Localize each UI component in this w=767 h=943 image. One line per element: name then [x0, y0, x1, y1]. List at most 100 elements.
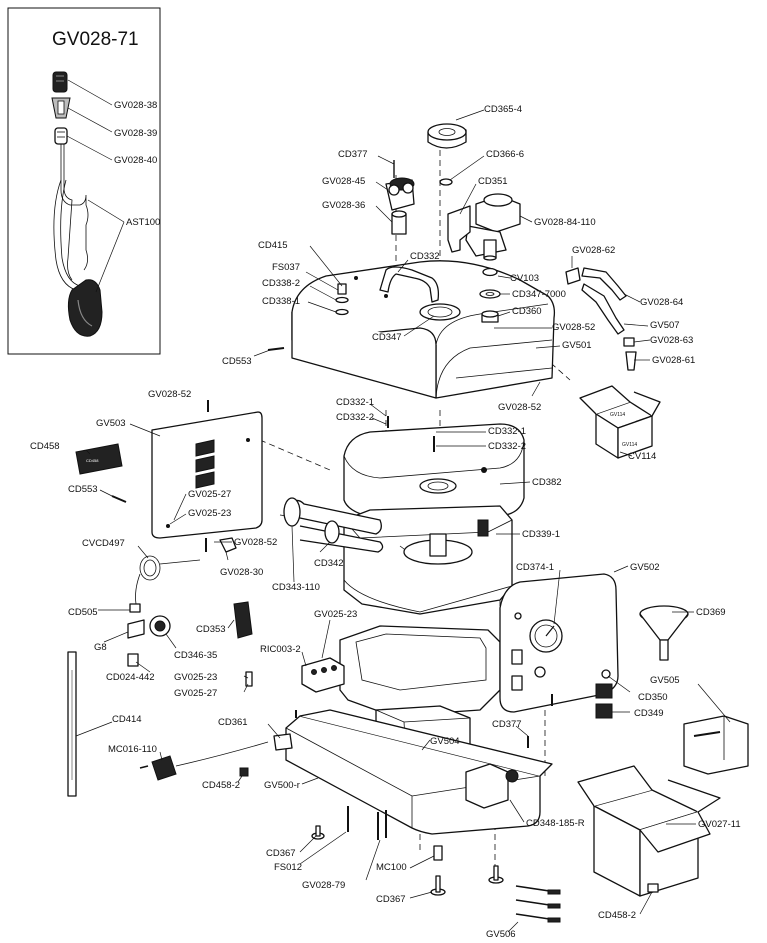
label-cd332-2-a: CD332-2	[336, 412, 374, 423]
label-cd366-6: CD366-6	[486, 149, 524, 160]
label-gv028-79: GV028-79	[302, 880, 345, 891]
label-cd382: CD382	[532, 477, 562, 488]
label-ast100: AST100	[126, 217, 160, 228]
label-gv025-27-b: GV025-27	[174, 688, 217, 699]
tank-cd339-1	[343, 505, 513, 615]
label-gv028-40: GV028-40	[114, 155, 157, 166]
nut-cd024-442	[127, 653, 139, 667]
label-cd339-1: CD339-1	[522, 529, 560, 540]
pipe-gv507	[581, 283, 625, 335]
foot-cd367-left	[311, 825, 325, 840]
label-gv507: GV507	[650, 320, 680, 331]
label-gv028-84-110: GV028-84-110	[534, 217, 596, 228]
label-cd458-2-a: CD458-2	[202, 780, 240, 791]
label-gv027-11: GV027-11	[698, 819, 741, 830]
washer-cd338-2	[335, 296, 349, 304]
manual-gv505	[683, 715, 749, 775]
pressure-switch-cd348-185-r	[465, 763, 519, 809]
label-gv028-62: GV028-62	[572, 245, 615, 256]
label-cd338-2: CD338-2	[262, 278, 300, 289]
label-gv028-64: GV028-64	[640, 297, 683, 308]
steam-wand-cvcd497	[135, 555, 201, 605]
pipe-gv028-64	[581, 267, 627, 301]
gasket-cd342	[324, 520, 340, 544]
washer-cd338-1	[335, 308, 349, 316]
box-cv114: GV114 GV114	[579, 385, 661, 459]
label-cd369: CD369	[696, 607, 726, 618]
valve-gv028-45	[385, 177, 415, 211]
label-gv025-23-b: GV025-23	[314, 609, 357, 620]
screws-cd332	[387, 416, 435, 452]
fitting-cd505	[127, 603, 145, 639]
label-cd553-a: CD553	[222, 356, 252, 367]
power-cord-mc016-110	[139, 741, 269, 781]
foot-cd367-bottom	[430, 865, 504, 896]
label-cd348-185-r: CD348-185-R	[526, 818, 585, 829]
label-cd338-1: CD338-1	[262, 296, 300, 307]
label-gv028-30: GV028-30	[220, 567, 263, 578]
label-cd377-top: CD377	[338, 149, 368, 160]
elbow-gv028-30	[219, 537, 237, 553]
carton-gv027-11	[577, 765, 721, 897]
label-gv028-52-d: GV028-52	[234, 537, 277, 548]
label-gv025-23-a: GV025-23	[188, 508, 231, 519]
label-cd361: CD361	[218, 717, 248, 728]
fitting-gv028-62	[565, 267, 581, 285]
front-panel-gv502	[499, 573, 619, 713]
label-gv028-52-c: GV028-52	[498, 402, 541, 413]
label-gv506: GV506	[486, 929, 516, 940]
fitting-mc100	[433, 845, 443, 861]
label-cd332-1-b: CD332-1	[488, 426, 526, 437]
drip-tray	[339, 625, 501, 717]
label-cvcd497: CVCD497	[82, 538, 125, 549]
label-fs012: FS012	[274, 862, 302, 873]
misc-screws	[111, 347, 553, 748]
tip-gv028-61	[625, 351, 637, 371]
washer-cv103	[482, 267, 498, 277]
part-labels: CD365-4 CD366-6 CD377 GV028-45 CD351 GV0…	[30, 104, 741, 940]
pressure-gauge-cd346-35	[149, 615, 171, 637]
label-fs037: FS037	[272, 262, 300, 273]
label-cd367-a: CD367	[266, 848, 296, 859]
label-cd024-442: CD024-442	[106, 672, 155, 683]
label-cd350: CD350	[638, 692, 668, 703]
fuse-gv025	[245, 671, 253, 687]
fitting-fs037	[337, 283, 347, 295]
ast100-cord	[53, 144, 103, 337]
label-cd332-1-a: CD332-1	[336, 397, 374, 408]
funnel-cd369	[639, 605, 689, 661]
label-mc016-110: MC016-110	[108, 744, 157, 755]
gasket-cd366-6	[439, 178, 453, 186]
nut-gv028-63	[623, 337, 635, 347]
label-cd458: CD458	[30, 441, 60, 452]
label-gv500-r: GV500-r	[264, 780, 300, 791]
label-cd353: CD353	[196, 624, 226, 635]
cv114-box-print: GV114	[610, 412, 625, 418]
label-gv501: GV501	[562, 340, 592, 351]
label-cd342: CD342	[314, 558, 344, 569]
gv028-40-plug	[54, 127, 68, 145]
label-cd553-b: CD553	[68, 484, 98, 495]
label-gv504: GV504	[430, 736, 460, 747]
label-gv028-61: GV028-61	[652, 355, 695, 366]
heater-cd343-110	[283, 497, 384, 553]
leader-lines	[75, 109, 731, 933]
gv028-39-sleeve	[51, 97, 71, 119]
label-cd414: CD414	[112, 714, 142, 725]
cv114-box-side-print: GV114	[622, 442, 637, 448]
label-cd415: CD415	[258, 240, 288, 251]
label-gv025-27-a: GV025-27	[188, 489, 231, 500]
label-cd346-35: CD346-35	[174, 650, 217, 661]
label-cd365-4: CD365-4	[484, 104, 522, 115]
switch-cd349	[595, 683, 613, 719]
gasket-cd347-7000	[479, 289, 501, 299]
label-gv503: GV503	[96, 418, 126, 429]
label-gv505: GV505	[650, 675, 680, 686]
label-cv103: CV103	[510, 273, 539, 284]
label-cd332-2-b: CD332-2	[488, 441, 526, 452]
label-mc100: MC100	[376, 862, 407, 873]
relay-cd353	[233, 601, 253, 639]
side-panel-gv503	[151, 411, 263, 539]
label-g8: G8	[94, 642, 107, 653]
